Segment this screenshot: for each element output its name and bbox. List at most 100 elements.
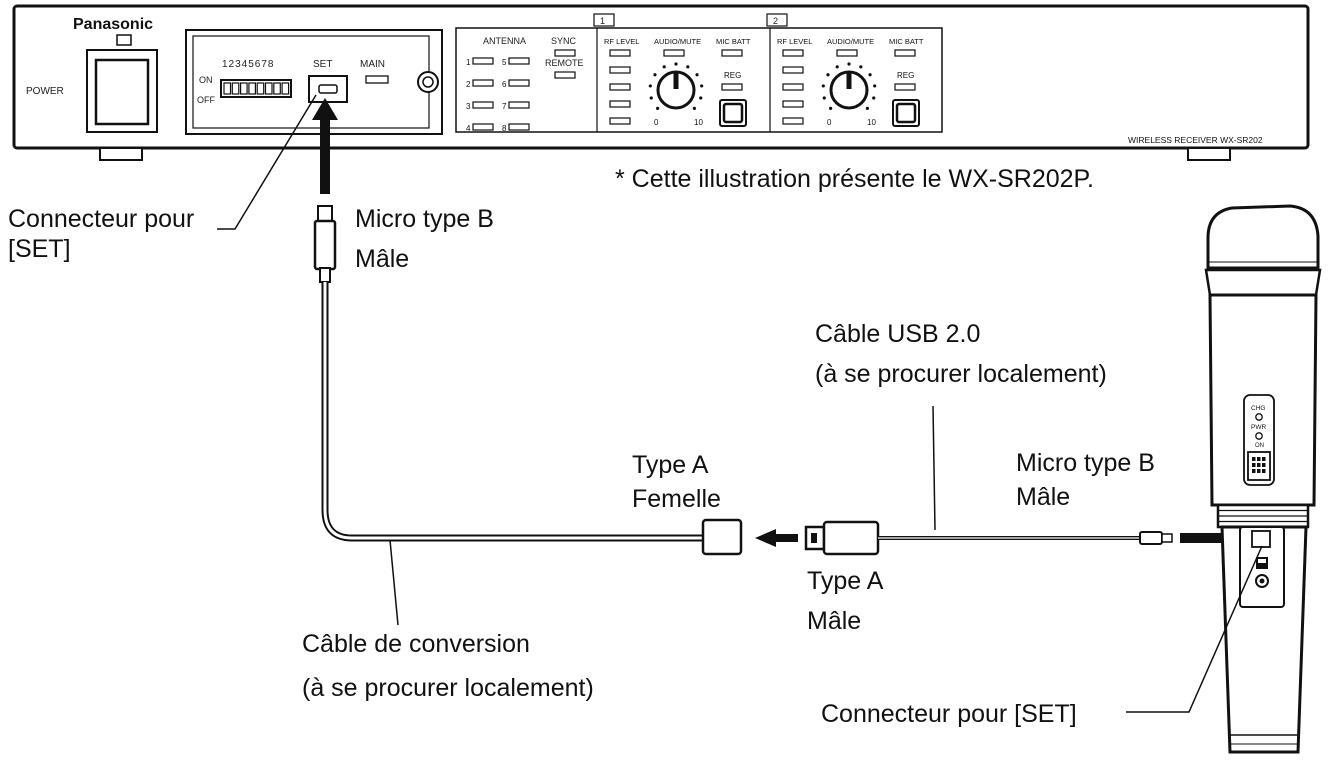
rf-level-indicator	[782, 49, 804, 57]
wireless-receiver: Panasonic POWER 12345678 ON OFF SET MAIN…	[12, 4, 1310, 161]
insert-arrow-left	[755, 529, 798, 547]
audio-level-knob	[656, 70, 696, 110]
audio-mute-indicator	[663, 49, 685, 57]
receiver-connector-label-1: Connecteur pour	[8, 205, 194, 233]
antenna-indicator	[472, 123, 494, 131]
mic-set-connector	[1251, 530, 1271, 548]
model-label: WIRELESS RECEIVER WX-SR202	[1128, 135, 1263, 145]
leader-mic-connector	[1126, 545, 1263, 713]
mic-connector-label: Connecteur pour [SET]	[821, 700, 1077, 728]
channel-1-number: 1	[600, 16, 605, 26]
receiver-connector-label-2: [SET]	[8, 235, 71, 263]
antenna-number: 2	[466, 80, 471, 89]
dip-switch-cell	[248, 82, 256, 95]
antenna-number: 6	[502, 80, 507, 89]
rf-level-indicator	[609, 49, 631, 57]
channel-control-label: AUDIO/MUTE	[827, 37, 874, 46]
antenna-indicator	[472, 101, 494, 109]
set-label: SET	[313, 59, 332, 70]
usb-cable-label-2: (à se procurer localement)	[815, 360, 1107, 388]
mic-switch-grid	[1252, 457, 1266, 473]
reg-indicator	[721, 83, 743, 91]
knob-max-label: 10	[867, 118, 876, 127]
mic-switch-cell	[1262, 469, 1266, 473]
micro-b-plug-top	[313, 205, 337, 283]
receiver-foot	[1187, 147, 1231, 161]
dip-switch-cell	[223, 82, 232, 95]
antenna-indicator	[472, 79, 494, 87]
dip-switch-cells	[223, 82, 290, 95]
knob-max-label: 10	[694, 118, 703, 127]
rf-level-indicator	[782, 66, 804, 74]
type-a-female-label-1: Type A	[632, 451, 709, 479]
reg-label: REG	[724, 71, 741, 80]
antenna-number: 4	[466, 124, 471, 133]
antenna-number: 8	[502, 124, 507, 133]
micro-b-top-label-2: Mâle	[355, 245, 409, 273]
leader-conversion-cable	[389, 539, 399, 626]
main-label: MAIN	[360, 59, 385, 70]
antenna-indicator	[508, 79, 530, 87]
mic-switch-cell	[1252, 469, 1256, 473]
mic-chg-label: CHG	[1251, 405, 1265, 412]
mic-pwr-led	[1255, 432, 1263, 440]
leader-usb-cable	[932, 405, 936, 531]
type-a-female-connector	[701, 518, 743, 556]
dip-switch-cell	[273, 82, 281, 95]
knob-min-label: 0	[654, 118, 659, 127]
sync-label: SYNC	[551, 36, 577, 46]
mic-switch-cell	[1257, 469, 1261, 473]
rf-level-indicator	[782, 83, 804, 91]
knob-pointer	[673, 73, 679, 89]
mic-grille	[1206, 204, 1320, 270]
mic-switch-cell	[1252, 463, 1256, 467]
knob-tick	[686, 65, 690, 69]
antenna-number: 5	[502, 58, 507, 67]
knob-tick	[656, 106, 660, 110]
wireless-microphone: CHG PWR ON	[1204, 204, 1322, 754]
micro-b-right-label-2: Mâle	[1016, 483, 1070, 511]
channel-2-number: 2	[773, 16, 778, 26]
mic-pwr-label: PWR	[1251, 424, 1266, 431]
conversion-cable-label-1: Câble de conversion	[302, 630, 530, 658]
knob-pointer	[846, 73, 852, 89]
knob-tick	[695, 73, 699, 77]
rf-level-indicator	[609, 100, 631, 108]
knob-tick	[649, 96, 653, 100]
insert-arrow-up	[312, 98, 338, 194]
mic-batt-indicator	[894, 49, 916, 57]
type-a-female-label-2: Femelle	[632, 485, 721, 513]
type-a-male-plug	[804, 520, 880, 556]
mic-batt-indicator	[721, 49, 743, 57]
knob-tick	[873, 84, 877, 88]
channel-control-label: RF LEVEL	[604, 37, 639, 46]
antenna-number: 7	[502, 102, 507, 111]
knob-tick	[872, 96, 876, 100]
knob-tick	[847, 62, 851, 66]
type-a-male-label-1: Type A	[807, 567, 884, 595]
reg-indicator	[894, 83, 916, 91]
channel-control-label: AUDIO/MUTE	[654, 37, 701, 46]
knob-tick	[822, 96, 826, 100]
reg-label: REG	[897, 71, 914, 80]
knob-min-label: 0	[827, 118, 832, 127]
micro-b-right-label-1: Micro type B	[1016, 449, 1155, 477]
conversion-cable-label-2: (à se procurer localement)	[302, 674, 594, 702]
conversion-cable	[321, 282, 704, 542]
knob-tick	[674, 62, 678, 66]
knob-tick	[826, 73, 830, 77]
mic-switch-cell	[1262, 457, 1266, 461]
knob-tick	[700, 84, 704, 88]
knob-tick	[835, 65, 839, 69]
channel-1-badge	[593, 13, 615, 27]
channel-2-badge	[766, 13, 788, 27]
knob-tick	[859, 65, 863, 69]
leader-lines	[217, 94, 1263, 713]
mic-collar-ridges	[1218, 509, 1308, 523]
reg-button	[722, 102, 744, 124]
power-button	[94, 58, 150, 126]
reg-button	[895, 102, 917, 124]
